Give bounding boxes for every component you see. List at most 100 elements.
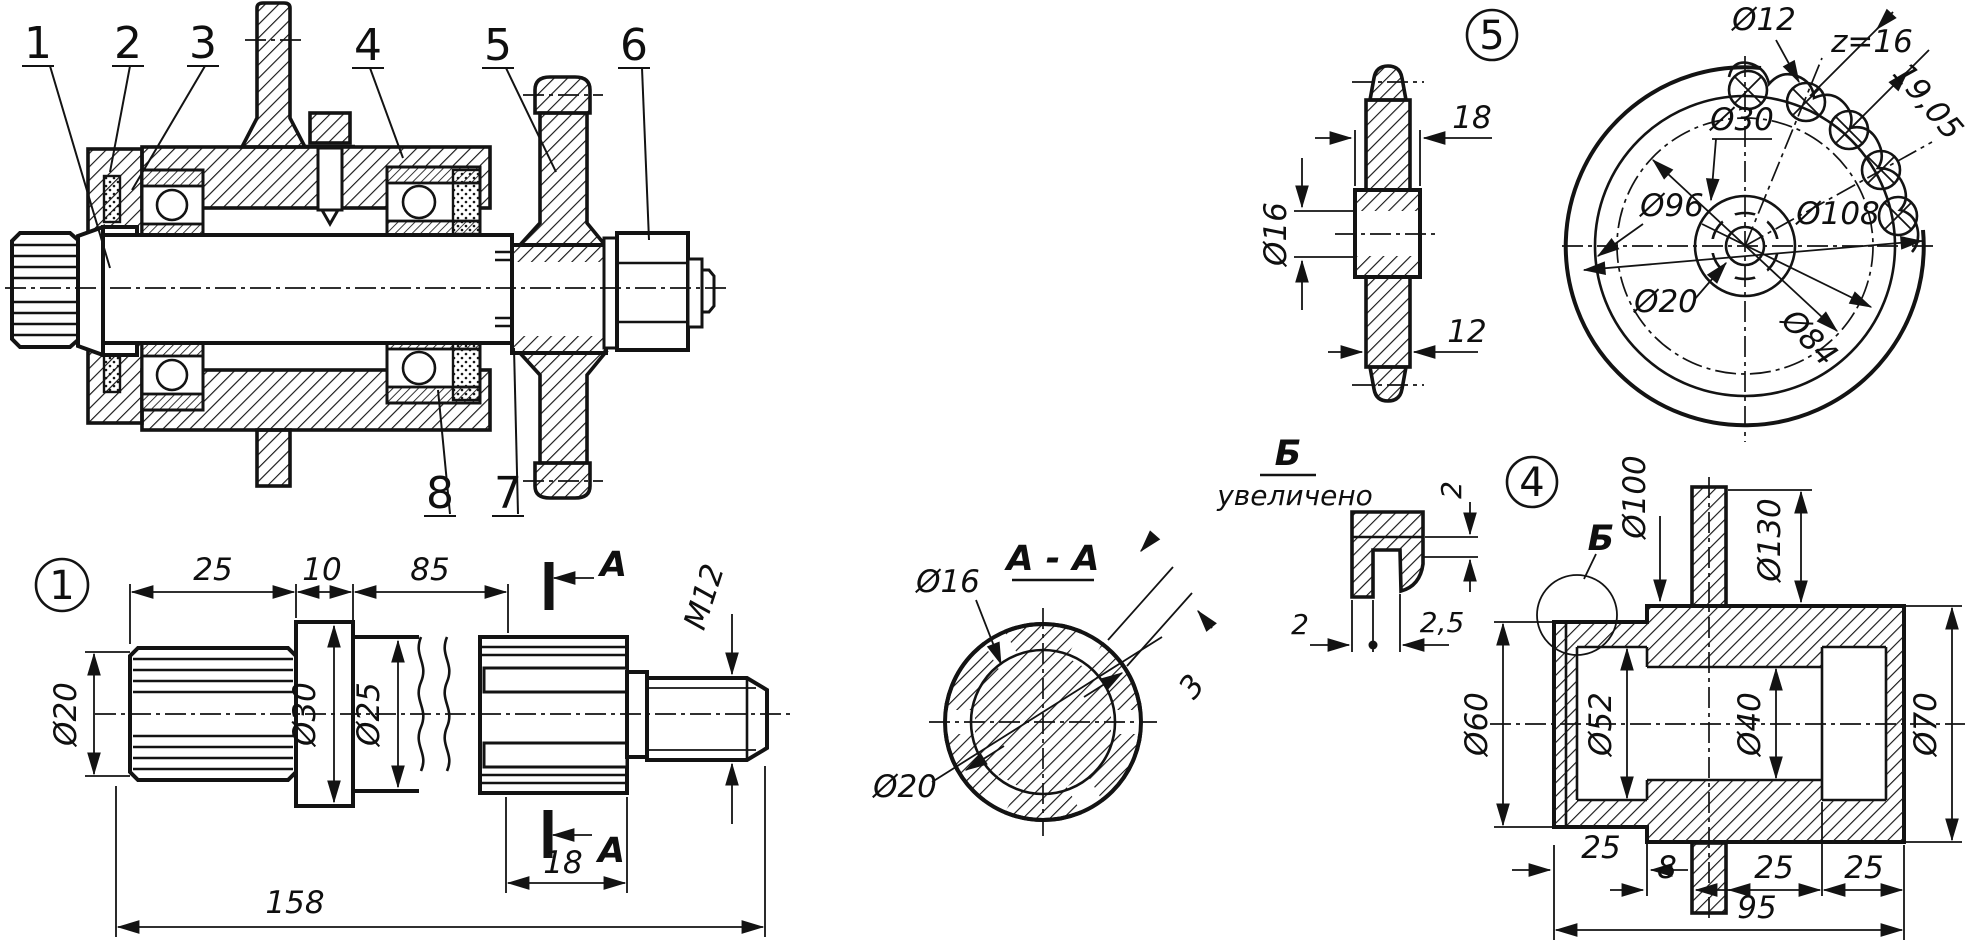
felt-seal-right-bottom: [451, 334, 482, 402]
bearing-left-bottom: [140, 338, 205, 412]
part-number-circle-5: [1465, 8, 1519, 62]
dim-origin-dot: [1368, 640, 1378, 650]
shaft-splined-input-end: [10, 231, 80, 349]
shaft-spline-end: [478, 635, 629, 795]
part-number-1: 1: [49, 563, 74, 609]
dim-roller-d12: Ø12: [1730, 2, 1796, 38]
section-aa-title: A - A: [1003, 539, 1099, 579]
chain-rollers: [1727, 69, 1919, 237]
dim-dia-25: Ø25: [351, 682, 387, 748]
sprocket-face-dimensions: Ø12 z=16 19,05 Ø30 Ø96 Ø108 Ø20 Ø84: [1582, 2, 1970, 374]
part-number-circle-4: [1505, 455, 1559, 509]
dim-rim-d96: Ø96: [1638, 188, 1704, 224]
detail-b-callout-circle: [1536, 574, 1618, 656]
dim-hub-d100: Ø100: [1617, 455, 1653, 541]
callout-4-label: 4: [354, 20, 382, 71]
detail-b-ref-label: Б: [1588, 519, 1615, 559]
dim-outer-d108: Ø108: [1794, 196, 1880, 232]
dim-len-85: 85: [410, 552, 449, 588]
sprocket-side-dimensions: 18 Ø16 12: [1258, 100, 1492, 359]
dim-detail-slot-25: 2,5: [1420, 606, 1465, 639]
detail-b-subtitle: увеличено: [1216, 479, 1373, 512]
thread-stub: [700, 268, 716, 314]
housing-part-drawing: 4 Б Ø100 Ø130 Ø60 Ø52 Ø40: [1459, 455, 1965, 940]
section-aa-view: A - A Ø16 Ø20 3: [871, 530, 1217, 836]
dim-hub-d30: Ø30: [1708, 102, 1774, 138]
dim-len-25: 25: [193, 552, 232, 588]
dim-dia-20: Ø20: [48, 682, 84, 748]
callout-1-leader: [49, 65, 111, 269]
sprocket-outer-rim: [1563, 65, 1926, 428]
detail-b-title: Б: [1275, 434, 1302, 474]
shaft-cone: [76, 224, 105, 358]
bolt-shank: [316, 146, 344, 212]
dim-thread-m12: M12: [677, 560, 732, 634]
threaded-end: [645, 676, 769, 762]
input-spline-lines: [14, 243, 76, 337]
bolt-tip: [319, 208, 341, 228]
dim-tooth-3: 3: [1172, 668, 1213, 706]
dim-sleeve-d60: Ø60: [1459, 692, 1495, 758]
detail-b-section: [1350, 510, 1425, 599]
nut-step: [686, 257, 704, 329]
dim-detail-leg-2: 2: [1291, 608, 1309, 641]
dim-pitch-1905: 19,05: [1885, 56, 1970, 147]
part-number-5: 5: [1479, 13, 1504, 59]
dim-body-d70: Ø70: [1908, 692, 1944, 758]
bolt-head: [308, 111, 352, 145]
section-label-top: A: [597, 545, 627, 585]
shaft-part-drawing: 1 25 10 85 Ø20 Ø30 Ø25: [34, 545, 790, 937]
dim-len-158: 158: [265, 885, 324, 921]
callout-6-label: 6: [620, 20, 648, 71]
dim-len-25a: 25: [1581, 830, 1620, 866]
part-number-circle-1: [34, 557, 90, 613]
sprocket-blade-lower-side: [1364, 275, 1412, 369]
spline-groove-bottom: [482, 741, 629, 769]
sprocket-tooth-top-side: [1367, 64, 1409, 102]
mounting-arm: [239, 1, 308, 149]
callout-7-leader: [513, 347, 519, 515]
callout-6-leader: [641, 67, 650, 241]
dim-dia-30: Ø30: [287, 682, 323, 748]
bearing-right-top: [385, 165, 482, 239]
end-nut: [615, 231, 690, 352]
dim-rim-width-12: 12: [1447, 314, 1486, 350]
sprocket-blade-lower: [515, 351, 609, 465]
shaft-spline-lines: [133, 657, 293, 771]
dim-section-d20: Ø20: [871, 769, 937, 805]
callout-3-label: 3: [189, 18, 217, 69]
callout-2-label: 2: [114, 18, 142, 69]
dim-flange-d130: Ø130: [1752, 498, 1788, 584]
dim-len-10: 10: [302, 552, 341, 588]
dim-mid-d84: Ø84: [1773, 301, 1845, 373]
note-teeth-z16: z=16: [1830, 24, 1913, 60]
dim-detail-wall-2: 2: [1435, 481, 1468, 499]
dim-bore-16: Ø16: [1258, 202, 1294, 268]
assembly-callouts: 1 2 3 4 5 6 8 7: [22, 18, 650, 519]
section-label-bottom: A: [595, 831, 625, 871]
part-number-4: 4: [1519, 460, 1544, 506]
break-line-left: [417, 636, 425, 772]
bearing-left-top: [140, 168, 205, 242]
sprocket-side-view: 5 18 Ø16 12: [1258, 8, 1519, 403]
callout-3-leader: [131, 65, 206, 191]
felt-seal-left-top: [102, 174, 122, 224]
sprocket-blade-upper-side: [1364, 98, 1412, 192]
sprocket-face-view: Ø12 z=16 19,05 Ø30 Ø96 Ø108 Ø20 Ø84: [1562, 2, 1970, 442]
dim-len-95: 95: [1737, 890, 1776, 926]
callout-1-label: 1: [24, 18, 52, 69]
dim-hub-width-18: 18: [1452, 100, 1491, 136]
sprocket-blade-upper: [515, 111, 609, 247]
callout-4-leader: [369, 67, 404, 159]
break-line-right: [443, 636, 451, 772]
sprocket-hub: [510, 243, 608, 355]
dim-bore-d40: Ø40: [1732, 692, 1768, 758]
bottom-lug: [255, 428, 292, 488]
callout-2-leader: [109, 65, 131, 173]
dim-bore-d52: Ø52: [1583, 692, 1619, 758]
dim-len-8: 8: [1657, 850, 1677, 886]
dim-len-25b: 25: [1754, 850, 1793, 886]
housing-dimensions: Ø100 Ø130 Ø60 Ø52 Ø40 Ø70 25 8 25 25 95: [1459, 455, 1962, 940]
